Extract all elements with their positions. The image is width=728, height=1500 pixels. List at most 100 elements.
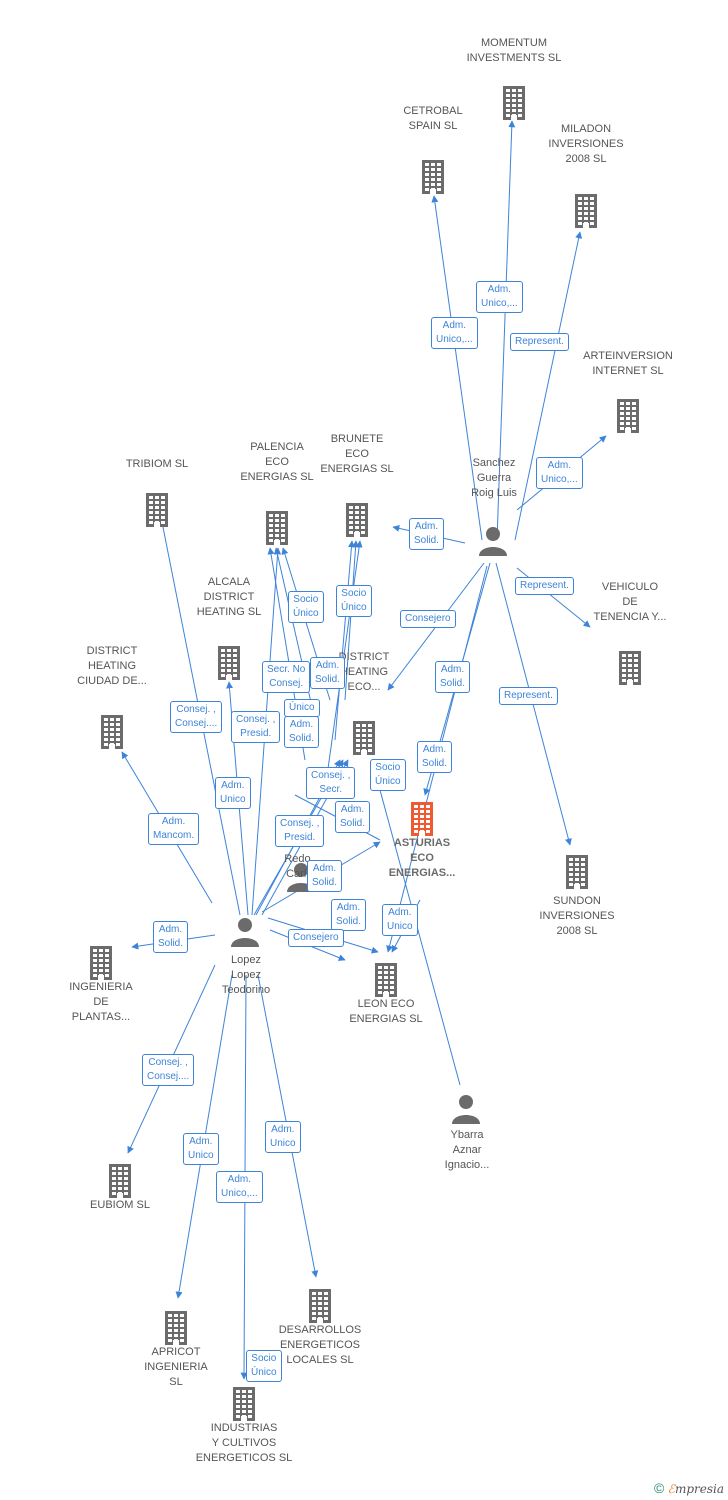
relation-label[interactable]: Adm. Solid.: [284, 716, 320, 748]
relation-label[interactable]: Adm. Unico,...: [536, 457, 583, 489]
building-icon[interactable]: [416, 158, 450, 199]
company-node[interactable]: LEON ECO ENERGIAS SL: [349, 961, 423, 1025]
node-label[interactable]: ARTEINVERSION INTERNET SL: [583, 350, 673, 377]
person-node[interactable]: Lopez Lopez Teodorino: [222, 917, 270, 996]
building-icon[interactable]: [212, 644, 246, 685]
company-node[interactable]: DISTRICT HEATING ECO...: [339, 651, 389, 760]
building-icon[interactable]: [569, 192, 603, 233]
person-node[interactable]: Sanchez Guerra Roig Luis: [471, 457, 517, 561]
company-node[interactable]: ARTEINVERSION INTERNET SL: [583, 350, 673, 438]
relation-label[interactable]: Adm. Unico: [382, 904, 418, 936]
relation-label[interactable]: Adm. Unico,...: [431, 317, 478, 349]
node-label[interactable]: INDUSTRIAS Y CULTIVOS ENERGETICOS SL: [195, 1422, 293, 1464]
company-node[interactable]: DESARROLLOS ENERGETICOS LOCALES SL: [279, 1287, 361, 1366]
company-node[interactable]: BRUNETE ECO ENERGIAS SL: [320, 433, 394, 542]
relation-label[interactable]: Adm. Unico: [265, 1121, 301, 1153]
node-label[interactable]: LEON ECO ENERGIAS SL: [349, 998, 423, 1025]
building-icon[interactable]: [140, 491, 174, 532]
relation-label[interactable]: Consej. , Presid.: [231, 711, 281, 743]
building-icon[interactable]: [103, 1162, 137, 1203]
node-label[interactable]: ASTURIAS ECO ENERGIAS...: [388, 837, 456, 879]
node-label[interactable]: DISTRICT HEATING ECO...: [338, 651, 390, 693]
building-icon[interactable]: [560, 853, 594, 894]
building-icon[interactable]: [405, 800, 439, 841]
node-label[interactable]: APRICOT INGENIERIA SL: [144, 1346, 208, 1388]
node-label[interactable]: TRIBIOM SL: [125, 458, 189, 470]
relation-label[interactable]: Adm. Unico,...: [216, 1171, 263, 1203]
company-node[interactable]: PALENCIA ECO ENERGIAS SL: [240, 441, 314, 550]
relation-label[interactable]: Adm. Solid.: [435, 661, 471, 693]
node-label[interactable]: EUBIOM SL: [90, 1199, 150, 1211]
node-label[interactable]: Lopez Lopez Teodorino: [221, 954, 271, 996]
node-label[interactable]: PALENCIA ECO ENERGIAS SL: [240, 441, 314, 483]
node-label[interactable]: SUNDON INVERSIONES 2008 SL: [539, 895, 615, 937]
relation-label[interactable]: Represent.: [515, 577, 574, 595]
node-label[interactable]: BRUNETE ECO ENERGIAS SL: [320, 433, 394, 475]
relation-label[interactable]: Consej. , Consej....: [142, 1054, 195, 1086]
relation-label[interactable]: Consejero: [400, 610, 456, 628]
focus-company-node[interactable]: ASTURIAS ECO ENERGIAS...: [389, 800, 455, 879]
node-label[interactable]: Sanchez Guerra Roig Luis: [471, 457, 517, 499]
relation-label[interactable]: Consej. , Secr.: [306, 767, 356, 799]
relation-label[interactable]: Adm. Solid.: [310, 657, 346, 689]
node-label[interactable]: VEHICULO DE TENENCIA Y...: [593, 581, 667, 623]
relation-label[interactable]: Adm. Solid.: [153, 921, 189, 953]
company-node[interactable]: ALCALA DISTRICT HEATING SL: [197, 576, 261, 685]
building-icon[interactable]: [159, 1309, 193, 1350]
node-label[interactable]: Ybarra Aznar Ignacio...: [444, 1129, 490, 1171]
relation-label[interactable]: Socio Único: [246, 1350, 282, 1382]
relation-label[interactable]: Único: [284, 699, 320, 717]
company-node[interactable]: CETROBAL SPAIN SL: [403, 105, 463, 199]
building-icon[interactable]: [347, 719, 381, 760]
person-icon[interactable]: [450, 1094, 482, 1129]
building-icon[interactable]: [303, 1287, 337, 1328]
building-icon[interactable]: [227, 1385, 261, 1426]
relation-label[interactable]: Adm. Solid.: [331, 899, 367, 931]
building-icon[interactable]: [84, 944, 118, 985]
relation-label[interactable]: Represent.: [510, 333, 569, 351]
node-label[interactable]: INGENIERIA DE PLANTAS...: [69, 981, 133, 1023]
relation-label[interactable]: Socio Único: [336, 585, 372, 617]
building-icon[interactable]: [611, 397, 645, 438]
company-node[interactable]: SUNDON INVERSIONES 2008 SL: [539, 853, 615, 937]
node-label[interactable]: DESARROLLOS ENERGETICOS LOCALES SL: [278, 1324, 362, 1366]
node-label[interactable]: MOMENTUM INVESTMENTS SL: [466, 37, 562, 64]
company-node[interactable]: INGENIERIA DE PLANTAS...: [69, 944, 133, 1023]
building-icon[interactable]: [613, 649, 647, 690]
relation-label[interactable]: Consejero: [288, 929, 344, 947]
company-node[interactable]: MOMENTUM INVESTMENTS SL: [467, 37, 561, 125]
node-label[interactable]: CETROBAL SPAIN SL: [403, 105, 463, 132]
relation-label[interactable]: Consej. , Consej....: [170, 701, 223, 733]
relation-label[interactable]: Adm. Solid.: [409, 518, 445, 550]
person-node[interactable]: Ybarra Aznar Ignacio...: [445, 1094, 489, 1171]
building-icon[interactable]: [260, 509, 294, 550]
relation-label[interactable]: Adm. Unico: [183, 1133, 219, 1165]
company-node[interactable]: INDUSTRIAS Y CULTIVOS ENERGETICOS SL: [196, 1385, 292, 1464]
relation-label[interactable]: Adm. Solid.: [335, 801, 371, 833]
node-label[interactable]: ALCALA DISTRICT HEATING SL: [196, 576, 262, 618]
person-icon[interactable]: [477, 526, 509, 561]
building-icon[interactable]: [369, 961, 403, 1002]
relation-label[interactable]: Adm. Solid.: [307, 860, 343, 892]
company-node[interactable]: VEHICULO DE TENENCIA Y...: [594, 581, 666, 690]
relation-label[interactable]: Secr. No Consej.: [262, 661, 311, 693]
person-icon[interactable]: [229, 917, 261, 952]
relation-label[interactable]: Adm. Unico: [215, 777, 251, 809]
relation-label[interactable]: Adm. Solid.: [417, 741, 453, 773]
building-icon[interactable]: [95, 713, 129, 754]
relation-label[interactable]: Represent.: [499, 687, 558, 705]
company-node[interactable]: MILADON INVERSIONES 2008 SL: [548, 123, 624, 233]
empresia-logo[interactable]: © ℰmpresia: [654, 1480, 724, 1496]
relation-label[interactable]: Socio Único: [370, 759, 406, 791]
company-node[interactable]: APRICOT INGENIERIA SL: [144, 1309, 208, 1388]
relation-label[interactable]: Consej. , Presid.: [275, 815, 325, 847]
company-node[interactable]: TRIBIOM SL: [126, 458, 188, 532]
node-label[interactable]: MILADON INVERSIONES 2008 SL: [548, 123, 624, 165]
relation-label[interactable]: Adm. Unico,...: [476, 281, 523, 313]
building-icon[interactable]: [497, 84, 531, 125]
node-label[interactable]: DISTRICT HEATING CIUDAD DE...: [77, 645, 147, 687]
building-icon[interactable]: [340, 501, 374, 542]
relation-label[interactable]: Socio Único: [288, 591, 324, 623]
company-node[interactable]: EUBIOM SL: [90, 1162, 150, 1211]
company-node[interactable]: DISTRICT HEATING CIUDAD DE...: [77, 645, 147, 754]
